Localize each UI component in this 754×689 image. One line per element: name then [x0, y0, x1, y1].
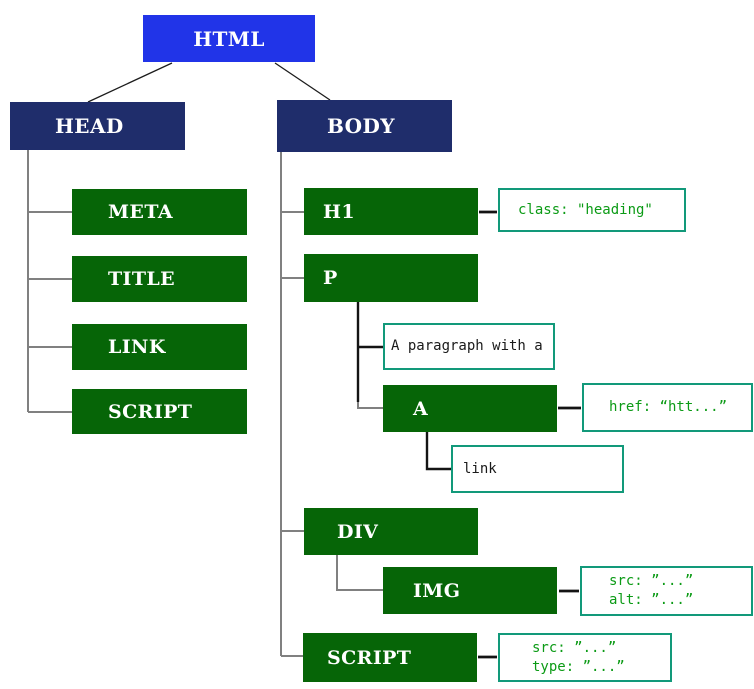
text-node-link: link	[451, 445, 624, 493]
node-body-script: SCRIPT	[303, 633, 477, 682]
node-div: DIV	[304, 508, 478, 555]
node-head-script-label: SCRIPT	[108, 400, 193, 423]
node-h1: H1	[304, 188, 478, 235]
connector-p-a	[357, 402, 383, 409]
node-link-label: LINK	[108, 336, 166, 358]
node-img: IMG	[383, 567, 557, 614]
node-html: HTML	[143, 15, 315, 62]
node-body-label: BODY	[327, 114, 395, 138]
node-meta-label: META	[108, 201, 173, 223]
node-p: P	[304, 254, 478, 302]
attribute-h1-class: class: "heading"	[518, 201, 653, 218]
connector-div-img	[336, 555, 383, 591]
node-link: LINK	[72, 324, 247, 370]
attribute-script-src: src: ”...”	[532, 639, 617, 656]
connector-html-head	[87, 62, 173, 103]
node-meta: META	[72, 189, 247, 235]
connector-html-body	[274, 62, 331, 101]
node-head-script: SCRIPT	[72, 389, 247, 434]
node-head-label: HEAD	[55, 114, 124, 138]
attribute-box-a: href: “htt...”	[582, 383, 753, 432]
node-head: HEAD	[10, 102, 185, 150]
text-node-paragraph-label: A paragraph with a	[391, 338, 543, 354]
text-node-link-label: link	[463, 460, 497, 477]
text-node-paragraph: A paragraph with a	[383, 323, 555, 370]
node-a: A	[383, 385, 557, 432]
attribute-img-alt: alt: ”...”	[609, 592, 694, 608]
node-html-label: HTML	[193, 26, 265, 51]
node-p-label: P	[323, 267, 338, 289]
attribute-box-h1: class: "heading"	[498, 188, 686, 232]
node-title: TITLE	[72, 256, 247, 302]
attribute-box-script: src: ”...” type: ”...”	[498, 633, 672, 682]
node-div-label: DIV	[337, 520, 379, 543]
attribute-script-type: type: ”...”	[532, 658, 625, 675]
attribute-box-img: src: ”...” alt: ”...”	[580, 566, 753, 616]
node-title-label: TITLE	[108, 268, 176, 290]
node-body: BODY	[277, 100, 452, 152]
attribute-img-src: src: ”...”	[609, 573, 694, 589]
node-h1-label: H1	[323, 200, 355, 223]
node-a-label: A	[413, 397, 429, 420]
attribute-a-href: href: “htt...”	[609, 399, 728, 415]
node-body-script-label: SCRIPT	[327, 646, 412, 669]
connector-a-linktext	[425, 432, 451, 471]
node-img-label: IMG	[413, 579, 461, 602]
